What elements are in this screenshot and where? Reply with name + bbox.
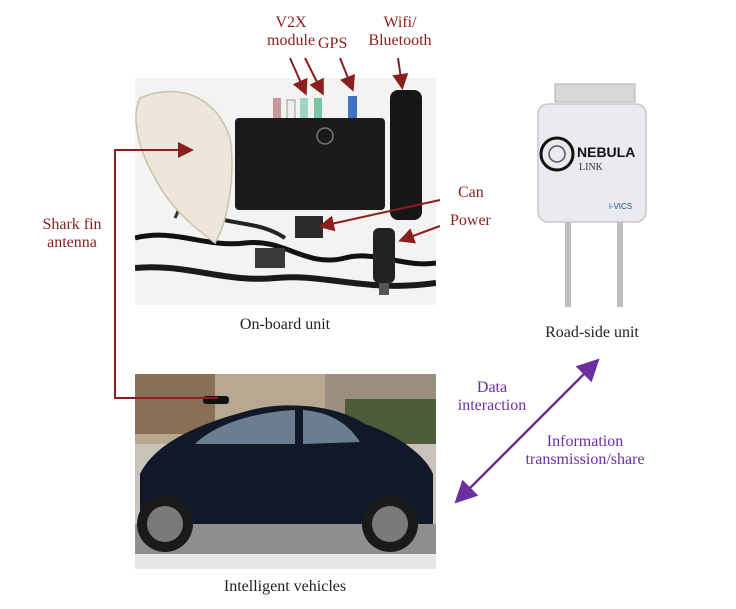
data-interaction-label: Data interaction: [457, 379, 527, 415]
rsu-caption: Road-side unit: [545, 324, 639, 341]
information-transmission-label: Information transmission/share: [525, 433, 645, 469]
v2x-module-label: V2X module: [267, 14, 315, 50]
rsu-illustration: [537, 83, 647, 307]
can-arrow: [318, 199, 441, 232]
vehicle-photo: [135, 374, 436, 569]
vehicle-caption: Intelligent vehicles: [223, 578, 347, 595]
vehicle-illustration: [135, 374, 436, 569]
shark-fin-connector: [114, 142, 218, 399]
rsu-brand-name: NEBULA: [577, 144, 636, 160]
obu-photo: [135, 78, 436, 305]
power-arrow: [398, 225, 441, 244]
rsu-brand-sub: LINK: [579, 162, 603, 173]
v2x-arrow-2: [304, 57, 324, 96]
power-label: Power: [450, 212, 491, 229]
gps-label: GPS: [318, 35, 348, 52]
obu-illustration: [135, 90, 436, 295]
shark-fin-antenna-label: Shark fin antenna: [42, 216, 102, 252]
wifi-bluetooth-label: Wifi/ Bluetooth: [368, 14, 432, 50]
v2x-arrow-1: [289, 57, 308, 96]
data-interaction-arrow: [454, 358, 600, 504]
wifi-arrow: [392, 57, 409, 90]
obu-caption: On-board unit: [239, 316, 331, 333]
can-label: Can: [458, 184, 484, 201]
rsu-brand-tag: i-VICS: [609, 202, 633, 211]
rsu-photo: NEBULA LINK i-VICS: [535, 82, 650, 307]
gps-arrow: [339, 57, 355, 92]
